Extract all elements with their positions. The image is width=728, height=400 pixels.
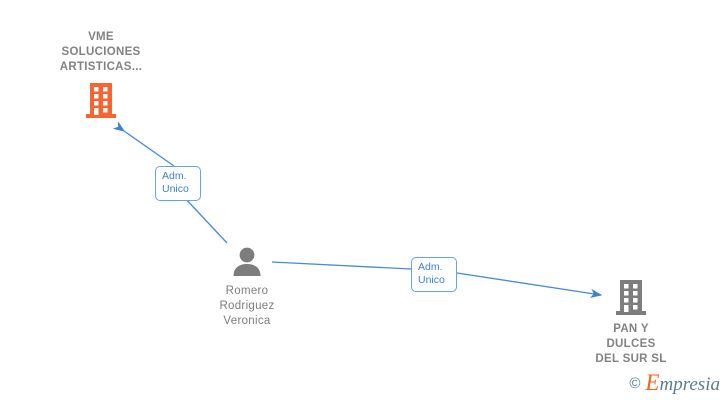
- company-node-pan-label: PAN Y DULCES DEL SUR SL: [595, 323, 667, 365]
- person-icon[interactable]: [230, 245, 264, 279]
- company-node-vme-label: VME SOLUCIONES ARTISTICAS...: [59, 31, 143, 73]
- company-node-vme[interactable]: VME SOLUCIONES ARTISTICAS...: [26, 30, 176, 119]
- building-icon[interactable]: [85, 81, 117, 119]
- empresia-logo: Empresia: [645, 370, 720, 395]
- edge-label-adm-unico-vme[interactable]: Adm. Unico: [155, 166, 201, 201]
- person-node-label: Romero Rodriguez Veronica: [219, 285, 275, 327]
- empresia-logo-initial: E: [645, 370, 660, 395]
- edge-label-adm-unico-pan[interactable]: Adm. Unico: [411, 257, 457, 292]
- building-icon[interactable]: [615, 278, 647, 316]
- copyright-icon: ©: [629, 375, 641, 392]
- empresia-watermark: © Empresia: [629, 370, 720, 395]
- empresia-logo-text: mpresia: [659, 374, 720, 395]
- person-node-romero-rodriguez-veronica[interactable]: Romero Rodriguez Veronica: [172, 245, 322, 329]
- company-node-pan-y-dulces-del-sur[interactable]: PAN Y DULCES DEL SUR SL: [556, 278, 706, 367]
